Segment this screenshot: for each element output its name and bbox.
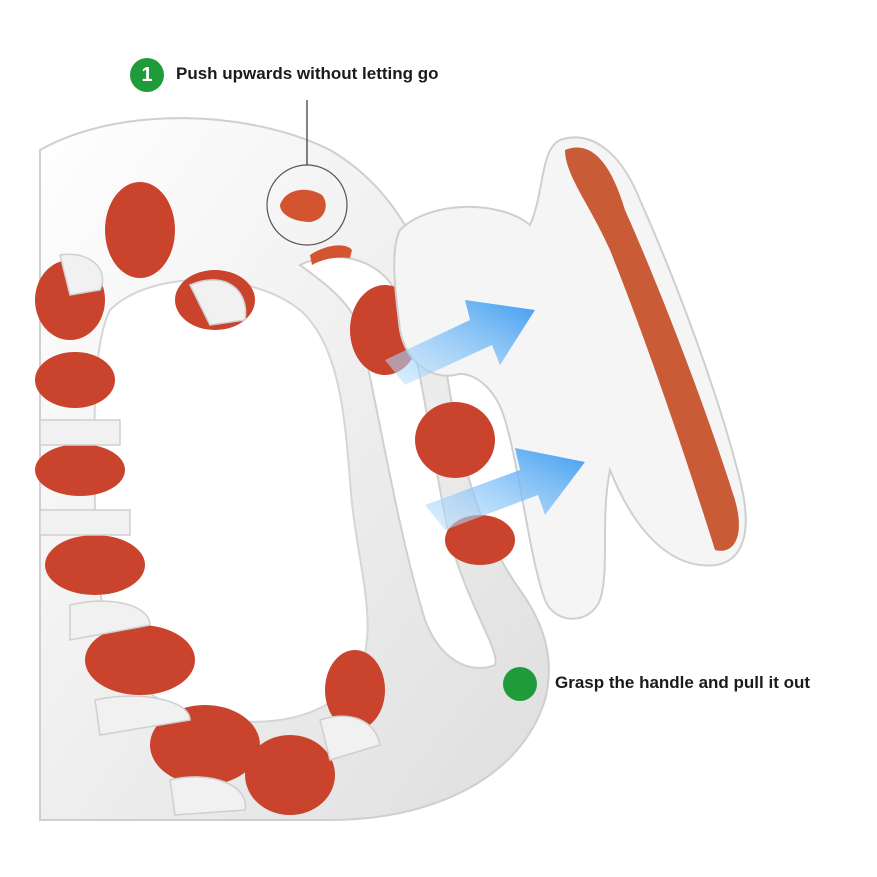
roller-hubs (39, 253, 381, 816)
roller-hub (59, 253, 104, 296)
roller (325, 650, 385, 730)
roller-hub (69, 600, 151, 641)
roller (445, 515, 515, 565)
roller (85, 625, 195, 695)
step-1-badge: 1 (130, 58, 164, 92)
handle-grip-strip (565, 147, 739, 551)
arrow-upper (385, 300, 535, 385)
slot-latch (310, 245, 352, 265)
roller-hub (39, 419, 121, 446)
roller-hub (319, 715, 381, 761)
roller (35, 444, 125, 496)
pull-handle (393, 136, 747, 620)
step-2-instruction: Grasp the handle and pull it out (555, 673, 811, 692)
arrow-lower (425, 448, 585, 530)
embossed-number: 2 (503, 625, 511, 641)
step-1-instruction: Push upwards without letting go (176, 64, 439, 83)
roller-hub (94, 695, 191, 736)
roller (150, 705, 260, 785)
step-2-badge (503, 667, 537, 701)
roller (105, 182, 175, 278)
roller (35, 352, 115, 408)
pull-direction-arrows (385, 300, 585, 530)
roller (245, 735, 335, 815)
roller-hub (39, 509, 131, 536)
roller-hub (169, 776, 247, 816)
roller (415, 402, 495, 478)
roller-hub (188, 279, 247, 326)
handle-body (393, 136, 747, 620)
release-button (280, 189, 326, 222)
roller (45, 535, 145, 595)
